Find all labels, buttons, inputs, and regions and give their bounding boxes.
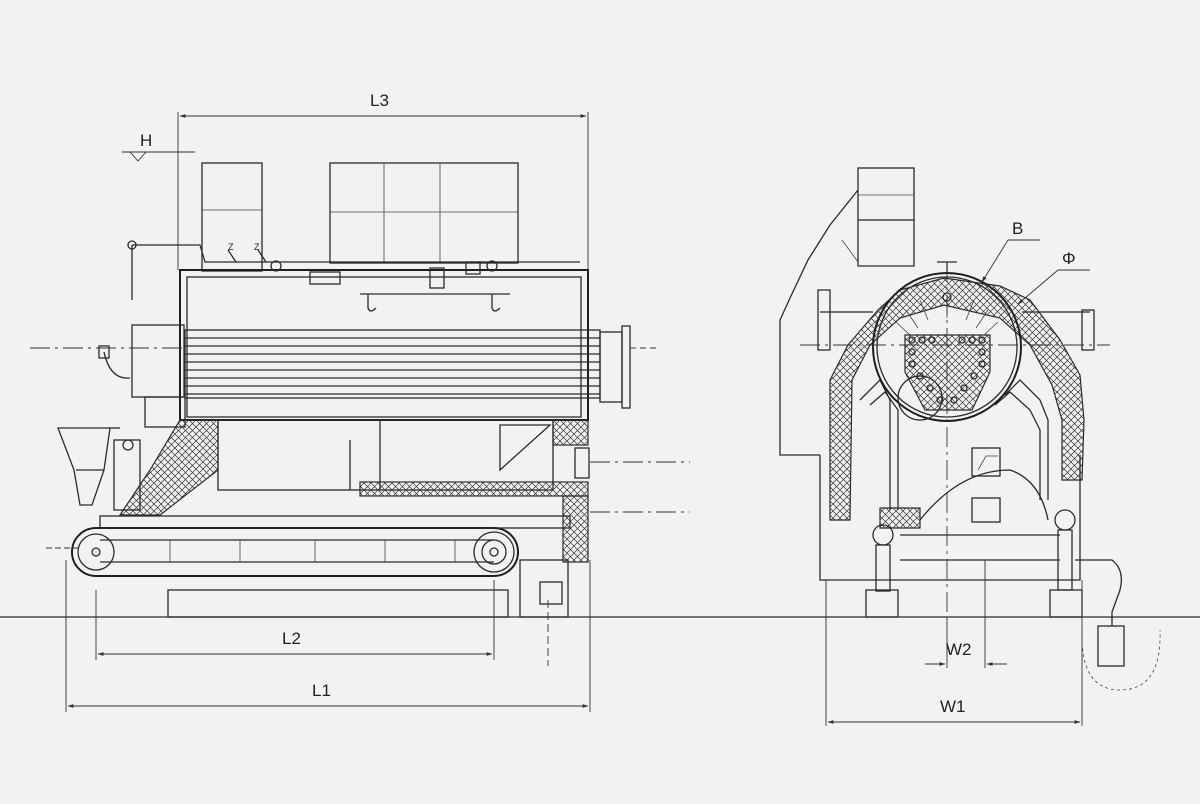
front-header <box>98 324 186 428</box>
callout-phi: Φ <box>1018 249 1090 304</box>
callout-b: B <box>982 219 1040 282</box>
label-w2: W2 <box>946 640 972 659</box>
dimension-h: H <box>122 131 195 162</box>
dimension-l3: L3 <box>177 91 589 290</box>
top-flue-boxes <box>201 162 519 272</box>
front-sprocket <box>77 533 115 571</box>
rear-outlet <box>599 325 631 409</box>
label-l2: L2 <box>282 629 301 648</box>
dimension-w1: W1 <box>825 580 1083 726</box>
rear-sprocket <box>473 531 515 573</box>
label-l1: L1 <box>312 681 331 700</box>
furnace <box>118 419 690 563</box>
dimension-l1: L1 <box>65 560 591 712</box>
front-view: B Φ W2 <box>779 167 1161 726</box>
svg-text:Z: Z <box>228 242 234 252</box>
label-phi: Φ <box>1062 249 1076 268</box>
label-b: B <box>1012 219 1023 238</box>
dimension-l2: L2 <box>95 580 495 660</box>
tube-bank <box>30 329 660 399</box>
label-w1: W1 <box>940 697 966 716</box>
coal-hopper <box>57 427 141 511</box>
side-view: L3 H Z Z <box>30 91 690 712</box>
dimension-w2: W2 <box>925 560 1007 668</box>
label-l3: L3 <box>370 91 389 110</box>
svg-text:Z: Z <box>254 242 260 252</box>
label-h: H <box>140 131 152 150</box>
chain-grate <box>46 515 571 618</box>
